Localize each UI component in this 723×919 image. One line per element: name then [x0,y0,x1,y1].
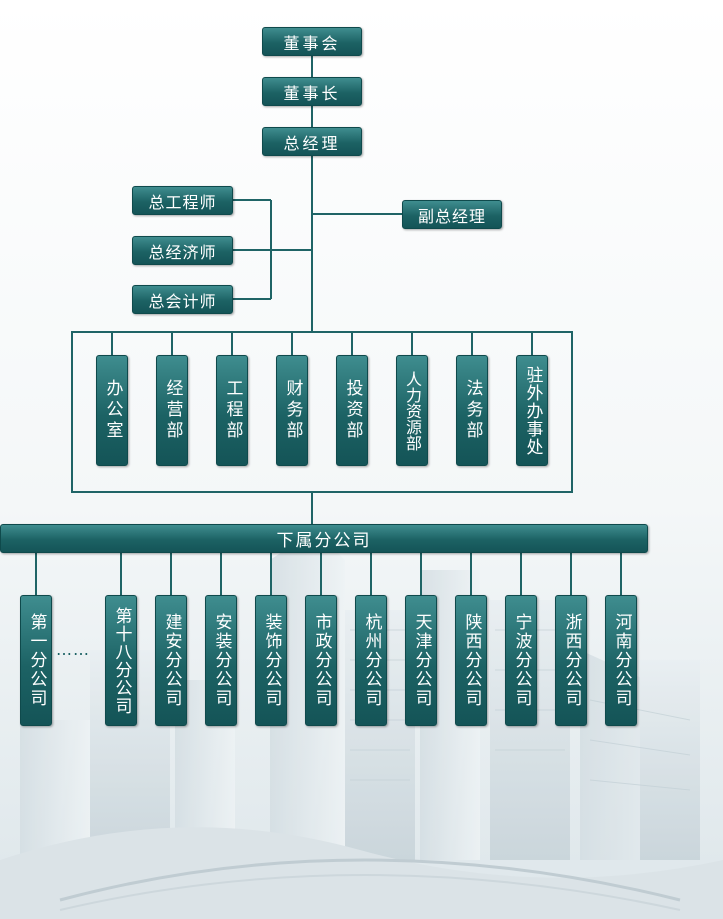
department-overseas-office: 驻外办事处 [516,355,548,466]
chief-economist-box: 总经济师 [132,236,233,265]
subsidiary-municipal: 市政分公司 [305,595,337,726]
department-legal: 法务部 [456,355,488,466]
subsidiary-hangzhou: 杭州分公司 [355,595,387,726]
subsidiaries-bar: 下属分公司 [0,524,648,553]
subsidiary-ningbo: 宁波分公司 [505,595,537,726]
department-office: 办公室 [96,355,128,466]
department-human-resources: 人力资源部 [396,355,428,466]
department-engineering: 工程部 [216,355,248,466]
subsidiary-installation: 安装分公司 [205,595,237,726]
board-box: 董事会 [262,27,362,56]
deputy-general-manager-box: 副总经理 [402,200,502,229]
subsidiary-jianan: 建安分公司 [155,595,187,726]
subsidiary-18th: 第十八分公司 [105,595,137,726]
subsidiary-zhexi: 浙西分公司 [555,595,587,726]
general-manager-box: 总经理 [262,127,362,156]
subsidiary-henan: 河南分公司 [605,595,637,726]
department-finance: 财务部 [276,355,308,466]
department-business: 经营部 [156,355,188,466]
subsidiary-tianjin: 天津分公司 [405,595,437,726]
chief-accountant-box: 总会计师 [132,285,233,314]
department-investment: 投资部 [336,355,368,466]
subsidiary-shaanxi: 陕西分公司 [455,595,487,726]
subsidiary-1st: 第一分公司 [20,595,52,726]
subsidiary-decoration: 装饰分公司 [255,595,287,726]
chairman-box: 董事长 [262,77,362,106]
ellipsis: …… [56,640,90,659]
chief-engineer-box: 总工程师 [132,186,233,215]
